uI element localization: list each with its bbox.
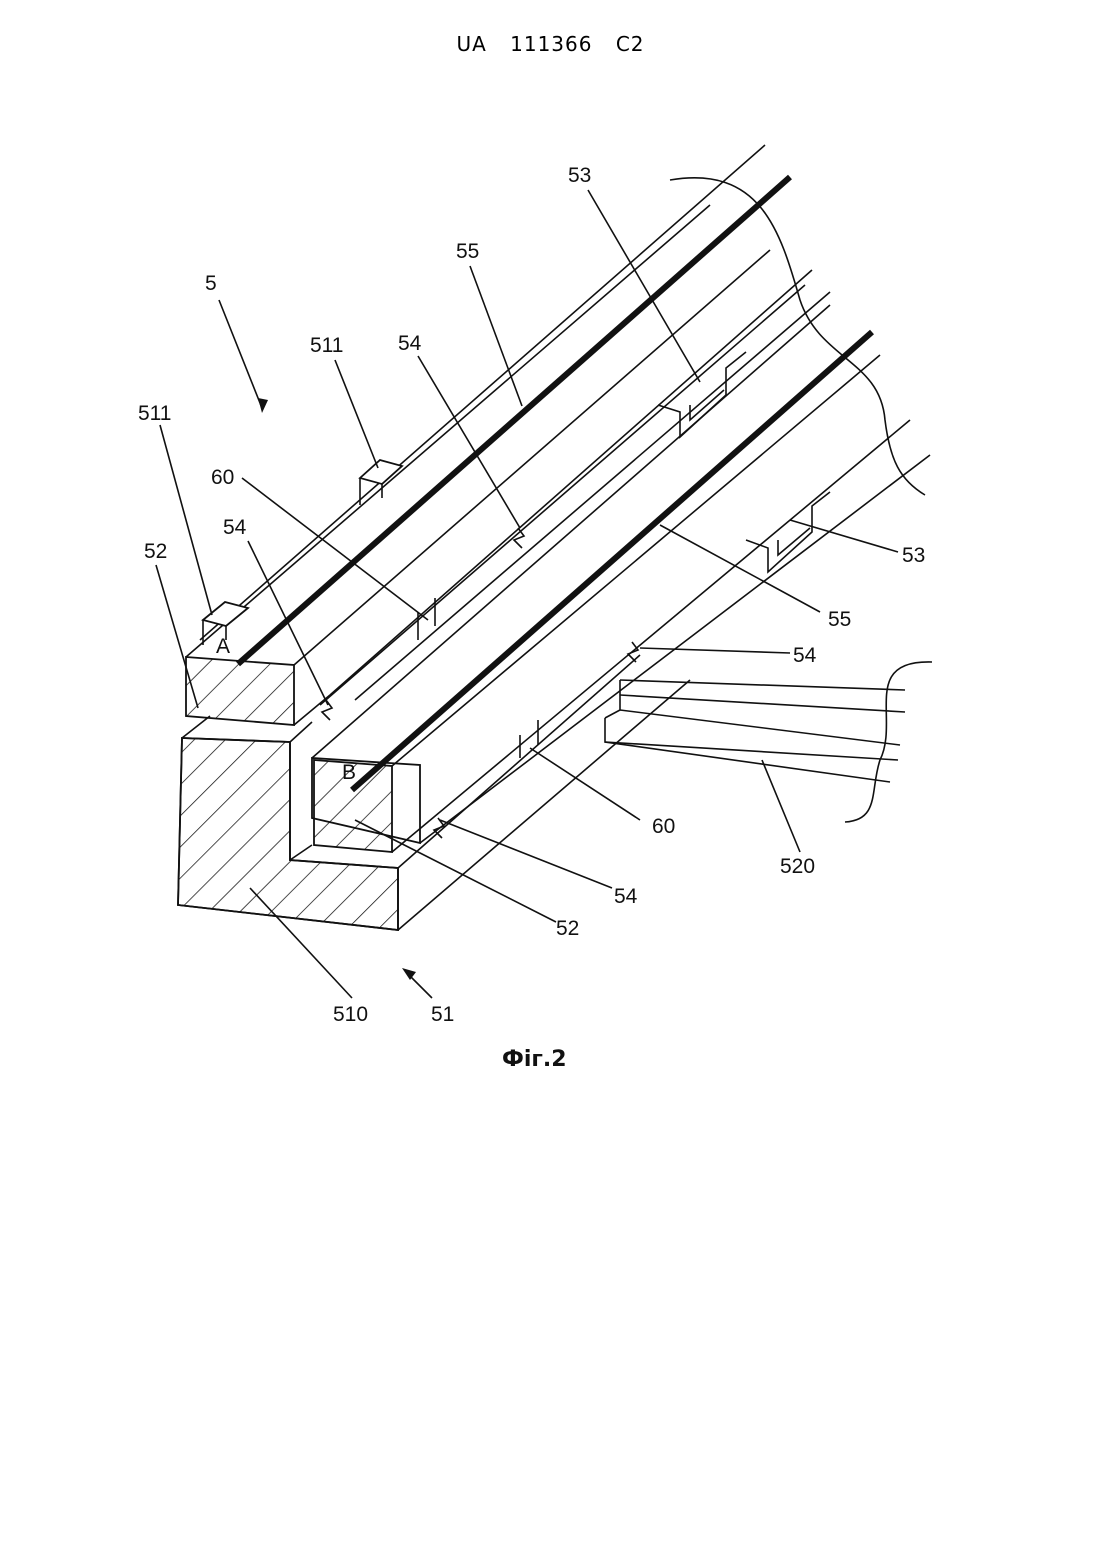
label-60-top: 60 [211, 466, 234, 489]
label-54-right: 54 [793, 644, 817, 667]
label-511-left: 511 [138, 402, 171, 425]
label-52-bottom: 52 [556, 917, 579, 940]
label-54-left: 54 [223, 516, 247, 539]
label-53-right: 53 [902, 544, 925, 567]
label-55-right: 55 [828, 608, 851, 631]
label-a: A [216, 635, 230, 658]
label-54-top: 54 [398, 332, 422, 355]
label-52-left: 52 [144, 540, 167, 563]
label-60-bottom: 60 [652, 815, 675, 838]
label-510: 510 [333, 1003, 368, 1026]
label-b: B [342, 761, 356, 784]
label-520: 520 [780, 855, 815, 878]
label-511-top: 511 [310, 334, 343, 357]
rail-a [186, 145, 830, 725]
label-5: 5 [205, 272, 217, 295]
label-55-top: 55 [456, 240, 479, 263]
label-53-top: 53 [568, 164, 591, 187]
label-54-bottom: 54 [614, 885, 638, 908]
label-51: 51 [431, 1003, 454, 1026]
figure-caption: Фіг.2 [502, 1047, 567, 1072]
